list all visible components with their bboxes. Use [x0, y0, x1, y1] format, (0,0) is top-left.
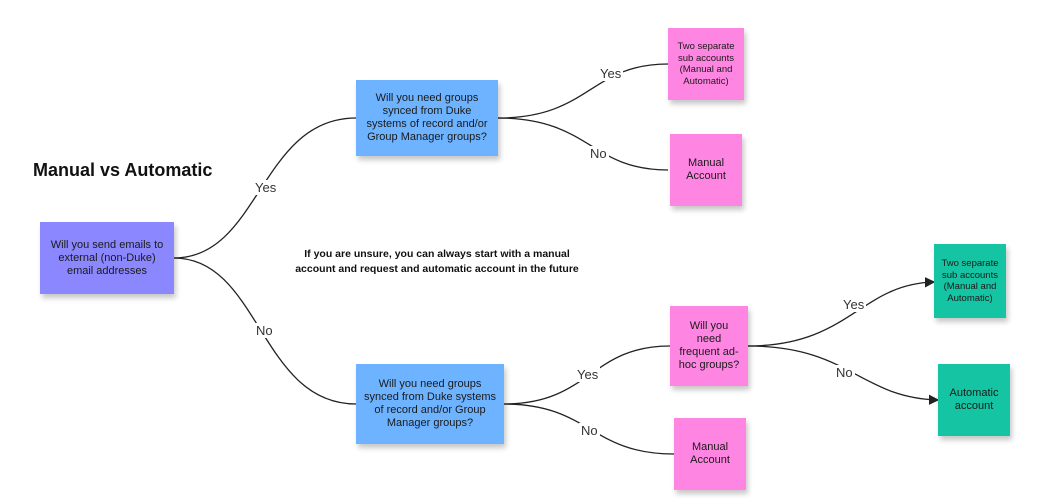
edge-label-adhoc-yes: Yes	[841, 297, 867, 312]
edge-label-top-yes: Yes	[598, 66, 624, 81]
adhoc-no-outcome-sticky: Automatic account	[938, 364, 1010, 436]
edge-top-no	[497, 117, 669, 171]
top-yes-outcome-text: Two separate sub accounts (Manual and Au…	[677, 41, 735, 87]
edge-label-root-yes: Yes	[253, 180, 279, 195]
bottom-question-sticky: Will you need groups synced from Duke sy…	[356, 364, 504, 444]
edge-label-top-no: No	[588, 146, 609, 161]
guidance-note: If you are unsure, you can always start …	[295, 248, 579, 275]
edge-label-adhoc-no: No	[834, 365, 855, 380]
top-no-outcome-text: Manual Account	[686, 157, 726, 182]
adhoc-no-outcome-text: Automatic account	[949, 387, 999, 412]
bottom-no-outcome-sticky: Manual Account	[674, 418, 746, 490]
adhoc-yes-outcome-sticky: Two separate sub accounts (Manual and Au…	[934, 244, 1006, 318]
top-yes-outcome-sticky: Two separate sub accounts (Manual and Au…	[668, 28, 744, 100]
edge-label-root-no: No	[254, 323, 275, 338]
top-no-outcome-sticky: Manual Account	[670, 134, 742, 206]
top-question-sticky: Will you need groups synced from Duke sy…	[356, 80, 498, 156]
adhoc-yes-outcome-text: Two separate sub accounts (Manual and Au…	[941, 258, 999, 304]
root-question-text: Will you send emails to external (non-Du…	[50, 238, 164, 277]
diagram-title: Manual vs Automatic	[33, 160, 213, 180]
bottom-no-outcome-text: Manual Account	[690, 441, 730, 466]
root-question-sticky: Will you send emails to external (non-Du…	[40, 222, 174, 294]
edge-top-yes	[497, 63, 669, 119]
edge-label-bottom-yes: Yes	[575, 367, 601, 382]
adhoc-question-sticky: Will you need frequent ad-hoc groups?	[670, 306, 748, 386]
edge-label-bottom-no: No	[579, 423, 600, 438]
top-question-text: Will you need groups synced from Duke sy…	[366, 92, 488, 143]
adhoc-question-text: Will you need frequent ad-hoc groups?	[678, 320, 740, 371]
bottom-question-text: Will you need groups synced from Duke sy…	[363, 378, 497, 429]
edge-adhoc-yes	[747, 277, 936, 347]
